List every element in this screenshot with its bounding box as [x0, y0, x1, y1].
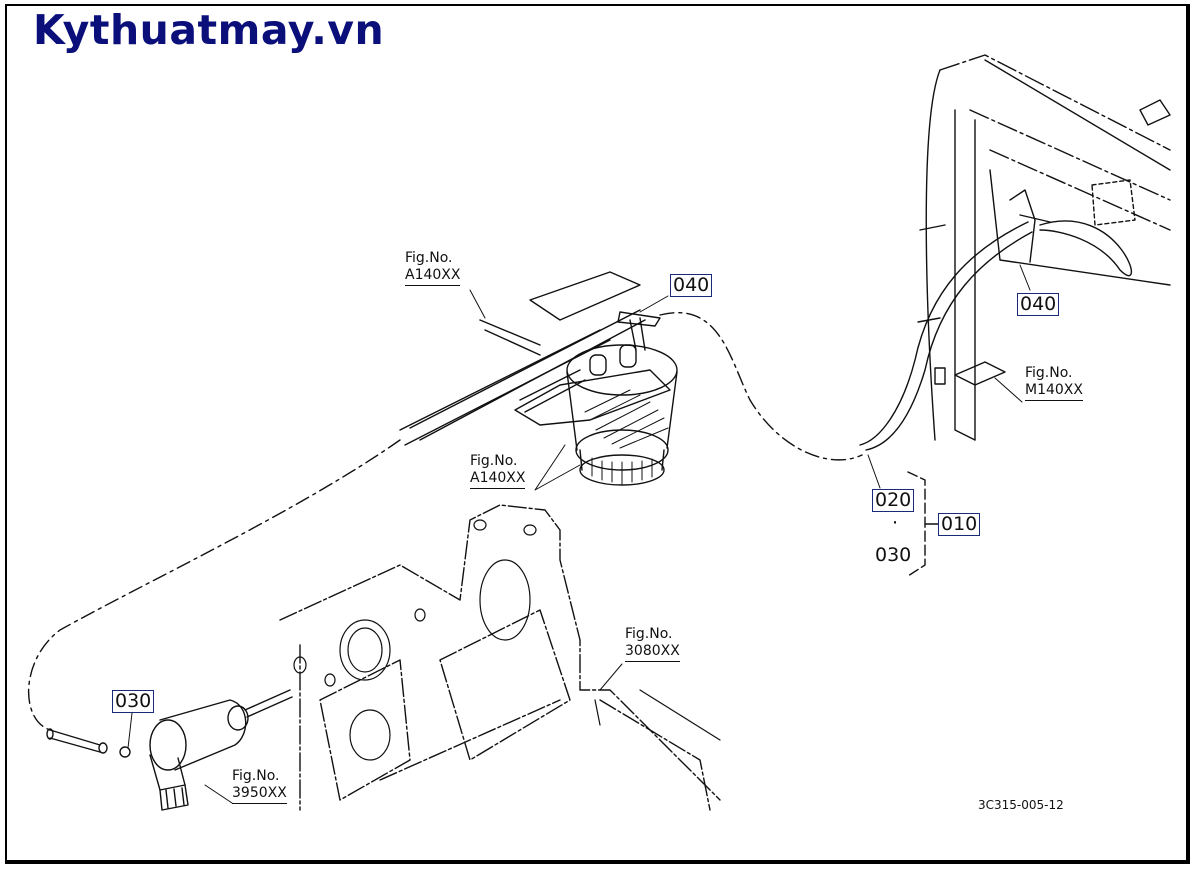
fig-ref-label: Fig.No. [470, 453, 518, 469]
dashed-hose-left [28, 439, 401, 731]
fig-ref-number: 3950XX [232, 785, 287, 804]
fig-ref-label: Fig.No. [232, 768, 280, 784]
fig-ref-label: Fig.No. [625, 626, 673, 642]
part-callout-040-filter[interactable]: 040 [670, 274, 713, 297]
site-watermark: Kythuatmay.vn [33, 6, 385, 54]
part-callout-020[interactable]: 020 [872, 489, 915, 512]
fig-ref-label: Fig.No. [405, 250, 453, 266]
fig-ref-label: Fig.No. [1025, 365, 1073, 381]
sensor-assembly [46, 689, 293, 811]
group-bracket [907, 471, 926, 577]
fig-ref-a140xx-mid[interactable]: Fig.No. A140XX [470, 453, 526, 489]
fuel-filter-assembly [514, 271, 678, 486]
part-callout-030-sensor[interactable]: 030 [112, 690, 155, 713]
part-callout-010[interactable]: 010 [938, 513, 981, 536]
fig-ref-number: 3080XX [625, 643, 680, 662]
fig-ref-number: A140XX [470, 470, 526, 489]
leader-lines [127, 264, 1031, 804]
diagram-frame [5, 4, 1190, 864]
fig-ref-3080xx[interactable]: Fig.No. 3080XX [625, 626, 680, 662]
fig-ref-number: A140XX [405, 267, 461, 286]
fig-ref-a140xx-top[interactable]: Fig.No. A140XX [405, 250, 461, 286]
part-label-030-group: 030 [875, 544, 912, 566]
fig-ref-m140xx[interactable]: Fig.No. M140XX [1025, 365, 1083, 401]
engine-block [279, 504, 721, 811]
part-callout-040-frame[interactable]: 040 [1017, 293, 1060, 316]
separator-dot: · [892, 512, 899, 534]
drawing-code: 3C315-005-12 [978, 798, 1064, 812]
fig-ref-number: M140XX [1025, 382, 1083, 401]
dashed-hose-right [659, 312, 863, 461]
fig-ref-3950xx[interactable]: Fig.No. 3950XX [232, 768, 287, 804]
engine-block-details [293, 519, 721, 761]
frame-structure [859, 54, 1171, 451]
